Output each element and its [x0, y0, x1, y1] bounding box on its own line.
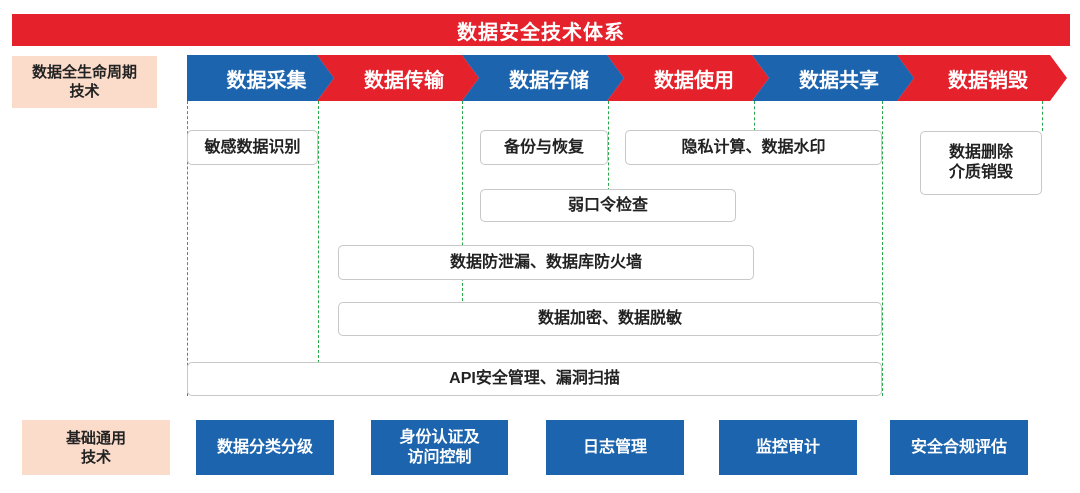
- tech-sensitive-data-identification: 敏感数据识别: [187, 130, 318, 165]
- diagram-title: 数据安全技术体系: [12, 14, 1070, 46]
- foundation-data-classification: 数据分类分级: [196, 420, 334, 475]
- tech-api-vuln-scan: API安全管理、漏洞扫描: [187, 362, 882, 396]
- stage-collection: 数据采集: [187, 55, 334, 101]
- tech-encryption-masking: 数据加密、数据脱敏: [338, 302, 882, 336]
- stage-divider-line: [318, 101, 319, 363]
- stage-sharing: 数据共享: [752, 55, 914, 101]
- foundation-log-management: 日志管理: [546, 420, 684, 475]
- stage-usage: 数据使用: [607, 55, 769, 101]
- tech-dlp-firewall: 数据防泄漏、数据库防火墙: [338, 245, 754, 280]
- stage-divider-line: [754, 101, 755, 131]
- foundation-tech-label: 基础通用 技术: [22, 420, 170, 475]
- stage-divider-line: [608, 101, 609, 191]
- stage-storage: 数据存储: [462, 55, 624, 101]
- foundation-identity-access: 身份认证及 访问控制: [371, 420, 508, 475]
- stage-destruction: 数据销毁: [897, 55, 1067, 101]
- stage-divider-line: [1042, 101, 1043, 131]
- tech-backup-restore: 备份与恢复: [480, 130, 608, 165]
- foundation-monitoring-audit: 监控审计: [719, 420, 857, 475]
- foundation-compliance-assessment: 安全合规评估: [890, 420, 1028, 475]
- stage-divider-line: [462, 101, 463, 301]
- stage-divider-line: [187, 101, 188, 396]
- stage-transmission: 数据传输: [317, 55, 479, 101]
- tech-privacy-watermark: 隐私计算、数据水印: [625, 130, 882, 165]
- stage-divider-line: [882, 101, 883, 396]
- lifecycle-tech-label: 数据全生命周期 技术: [12, 56, 157, 108]
- lifecycle-stages: 数据采集 数据传输 数据存储 数据使用 数据共享 数据销毁: [187, 55, 1067, 101]
- tech-data-destruction: 数据删除 介质销毁: [920, 131, 1042, 195]
- tech-weak-password-check: 弱口令检查: [480, 189, 736, 222]
